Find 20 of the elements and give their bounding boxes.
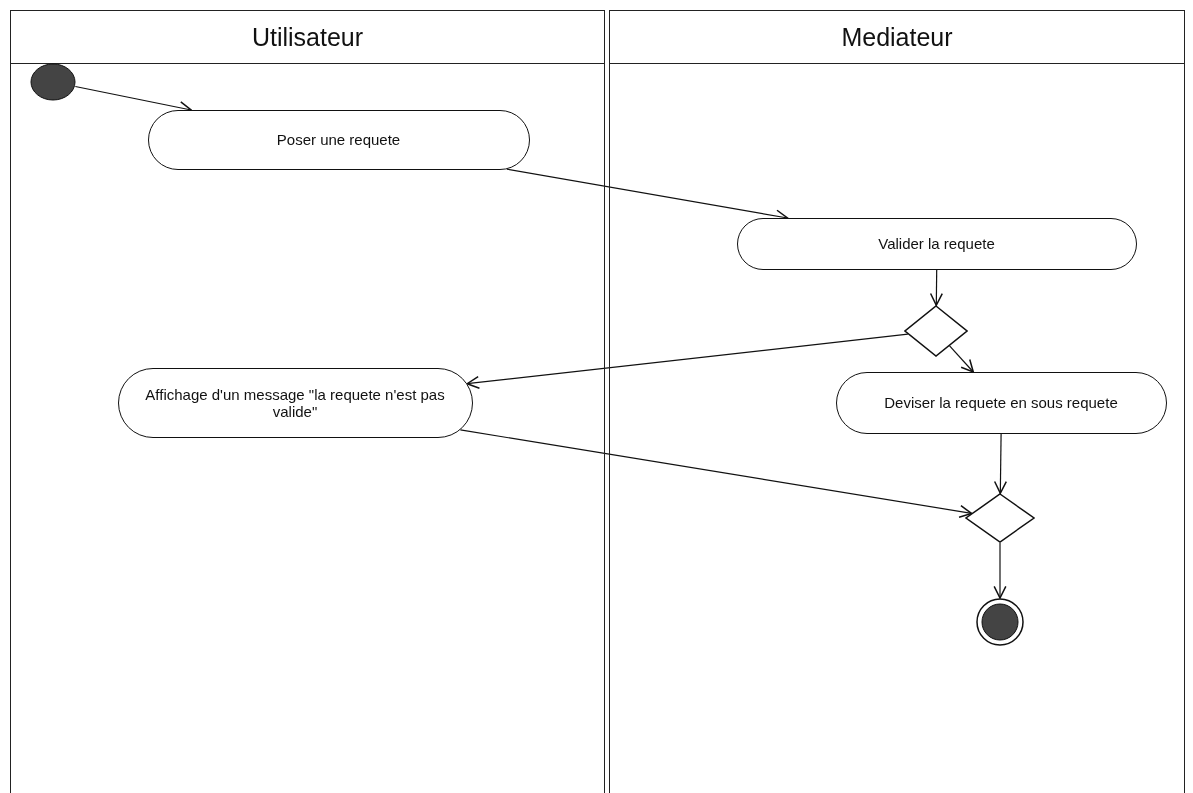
action-label: Affichage d'un message "la requete n'est pas valide" bbox=[144, 385, 446, 420]
decision-diamond bbox=[903, 304, 968, 357]
arrow bbox=[949, 345, 975, 373]
action-label: Valider la requete bbox=[878, 235, 995, 252]
lane-title: Utilisateur bbox=[11, 11, 604, 64]
action-node bbox=[117, 367, 473, 438]
final-node bbox=[975, 597, 1024, 646]
arrow bbox=[459, 429, 973, 518]
decision-diamond bbox=[964, 492, 1035, 543]
swimlane bbox=[10, 10, 605, 793]
action-label: Deviser la requete en sous requete bbox=[884, 394, 1118, 411]
lane-title: Mediateur bbox=[610, 11, 1184, 64]
initial-node bbox=[29, 62, 76, 101]
arrow bbox=[929, 269, 943, 306]
arrow bbox=[466, 333, 909, 389]
action-label: Poser une requete bbox=[276, 131, 401, 148]
arrow bbox=[993, 542, 1007, 599]
arrow bbox=[993, 433, 1008, 494]
action-node bbox=[736, 217, 1137, 270]
swimlane bbox=[609, 10, 1185, 793]
